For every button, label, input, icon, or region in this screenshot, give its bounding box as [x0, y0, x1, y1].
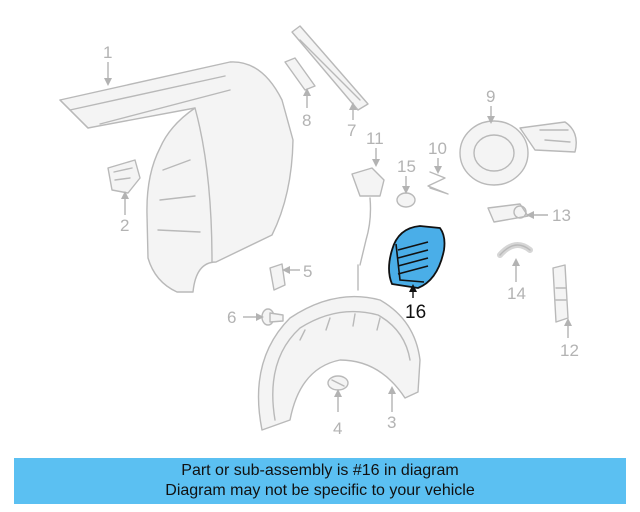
label-1: 1: [103, 43, 112, 62]
label-14: 14: [507, 284, 526, 303]
label-6: 6: [227, 308, 236, 327]
label-11: 11: [366, 129, 384, 148]
hinge-part: [552, 264, 569, 323]
fuel-door-housing-part: [459, 120, 577, 186]
bracket-part: [107, 159, 141, 194]
leader-lines: [104, 62, 572, 412]
strip-part: [291, 25, 369, 111]
label-8: 8: [302, 111, 311, 130]
label-4: 4: [333, 419, 342, 438]
quarter-panel-part: [59, 61, 294, 293]
label-13: 13: [552, 206, 571, 225]
wheel-liner-part: [257, 295, 421, 431]
banner-line-2: Diagram may not be specific to your vehi…: [165, 482, 475, 499]
label-5: 5: [303, 262, 312, 281]
label-7: 7: [347, 121, 356, 140]
push-pin-part: [261, 308, 284, 326]
label-3: 3: [387, 413, 396, 432]
label-9: 9: [486, 87, 495, 106]
label-2: 2: [120, 216, 129, 235]
grommet-part: [396, 192, 416, 208]
label-16-highlighted: 16: [405, 302, 426, 323]
latch-part: [487, 203, 529, 223]
small-bracket-part: [284, 57, 316, 91]
banner-line-1: Part or sub-assembly is #16 in diagram: [181, 462, 459, 479]
label-12: 12: [560, 341, 579, 360]
clip-part-4: [327, 375, 349, 391]
vent-part-highlighted: [388, 225, 446, 289]
label-10: 10: [428, 139, 447, 158]
parts-diagram: 1 2 3 4 5 6 7 8 9 10 11 12 13 14 15 16: [59, 25, 579, 438]
clip-part-5: [269, 263, 286, 291]
info-banner: Part or sub-assembly is #16 in diagram D…: [14, 458, 626, 504]
label-15: 15: [397, 157, 416, 176]
spring-part: [427, 171, 449, 195]
hose-part: [497, 242, 533, 258]
actuator-part: [351, 167, 385, 291]
